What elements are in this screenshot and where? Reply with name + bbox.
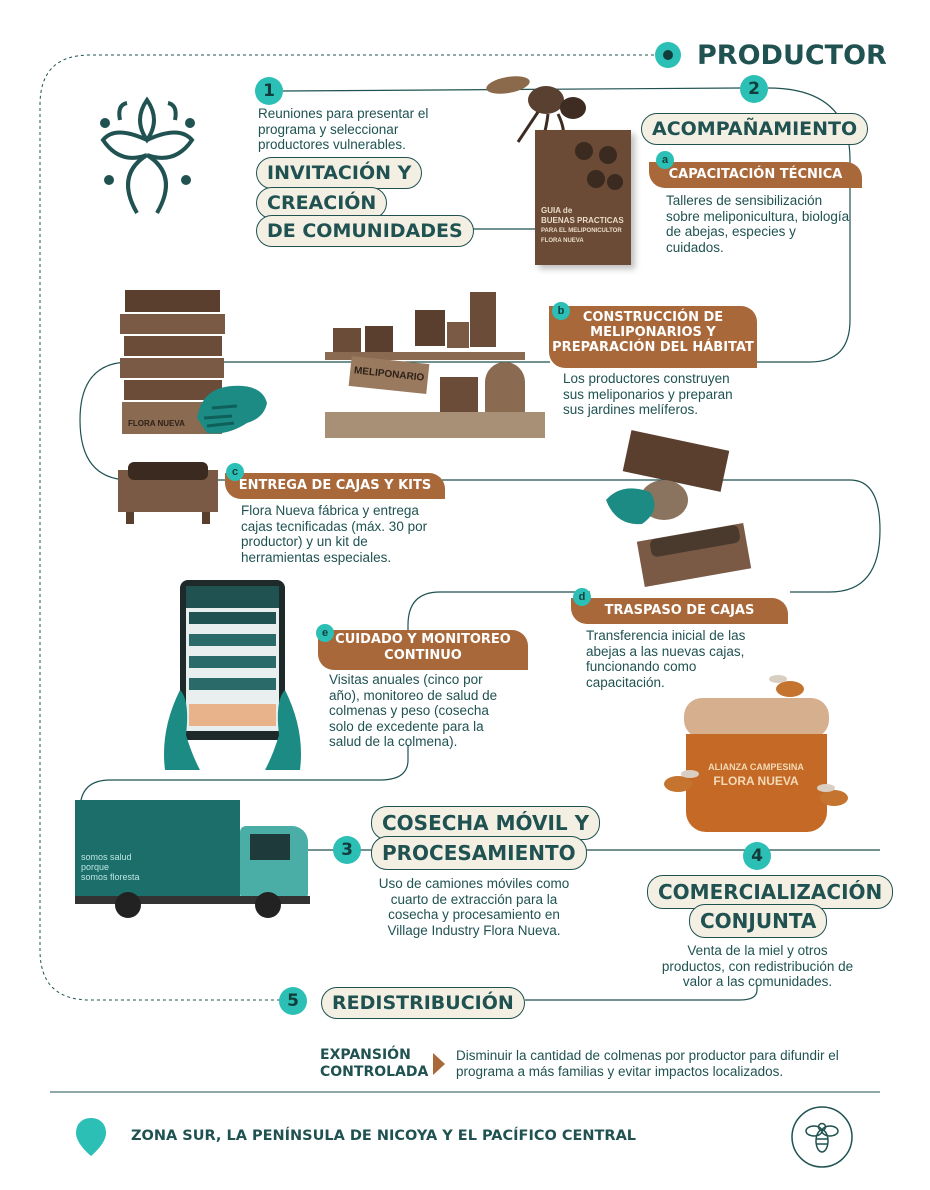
substep-letter: e [316,624,334,642]
substep-description: Transferencia inicial de las abejas a la… [586,628,746,690]
step-title-line: ACOMPAÑAMIENTO [641,113,869,145]
substep-title: TRASPASO DE CAJAS [571,598,788,624]
bee-on-jar-icon [817,784,848,806]
book-subtitle-line: FLORA NUEVA [541,238,584,244]
substep-title: ENTREGA DE CAJAS Y KITS [225,473,445,499]
step-title-line: PROCESAMIENTO [371,836,587,870]
gloved-hand-icon [197,385,267,434]
box-brand-label: FLORA NUEVA [128,419,185,428]
substep-description: Talleres de sensibilización sobre melipo… [666,193,850,255]
footer-location: ZONA SUR, LA PENÍNSULA DE NICOYA Y EL PA… [131,1128,637,1144]
substep-letter: c [226,463,244,481]
substep-letter: b [552,302,570,320]
book-subtitle-line: PARA EL MELIPONICULTOR [541,228,622,234]
book-title-line: BUENAS PRACTICAS [541,216,624,225]
meliponario-sign: MELIPONARIO [348,356,430,394]
step-number: 2 [740,75,768,103]
substep-title: CAPACITACIÓN TÉCNICA [649,162,862,188]
step-number: 3 [333,836,361,864]
meliponario-shelter: MELIPONARIO [325,292,545,438]
step-description: Reuniones para presentar el programa y s… [258,106,429,152]
step-title-line: CREACIÓN [256,187,388,219]
mobile-harvest-truck: somos salud porque somos floresta [75,800,315,920]
gloved-hand-icon [606,488,655,525]
box-transfer-illustration [600,430,752,588]
substep-title: CUIDADO Y MONITOREO CONTINUO [318,630,528,670]
expansion-description: Disminuir la cantidad de colmenas por pr… [456,1048,839,1079]
expansion-label: EXPANSIÓN CONTROLADA [320,1047,429,1080]
step-title-line: DE COMUNIDADES [256,215,474,247]
substep-description: Los productores construyen sus meliponar… [563,371,733,417]
step-title-line: CONJUNTA [689,904,828,938]
step-description: Venta de la miel y otros productos, con … [661,943,854,989]
truck-slogan-line: somos salud [81,852,132,862]
jar-label-line: ALIANZA CAMPESINA [708,762,804,772]
jar-label-line: FLORA NUEVA [713,774,799,788]
hive-boxes-stack: FLORA NUEVA [120,290,225,440]
page-title: PRODUCTOR [697,40,887,71]
triangle-right-icon [433,1053,445,1075]
flora-nueva-leaf-logo-icon [100,96,195,215]
step-number: 4 [743,842,771,870]
step-title-line: COSECHA MÓVIL Y [371,806,601,840]
monitoring-tablet [180,580,285,740]
substep-description: Visitas anuales (cinco por año), monitor… [329,672,498,749]
substep-letter: d [573,588,591,606]
map-pin-icon [76,1118,106,1156]
honey-jar: ALIANZA CAMPESINA FLORA NUEVA [684,698,829,833]
substep-description: Flora Nueva fábrica y entrega cajas tecn… [241,503,428,565]
step-description: Uso de camiones móviles como cuarto de e… [378,876,570,938]
step-title-line: COMERCIALIZACIÓN [647,875,894,909]
truck-slogan-line: somos floresta [81,872,140,882]
open-hive-box [118,462,218,524]
bee-on-jar-icon [769,675,804,697]
step-title-line: INVITACIÓN Y [256,157,423,189]
step-number: 1 [255,77,283,105]
bee-icon [791,1106,853,1168]
book-title-line: GUIA de [541,206,573,215]
good-practices-guide-book: GUIA de BUENAS PRACTICAS PARA EL MELIPON… [535,130,631,265]
step-number: 5 [279,987,307,1015]
substep-letter: a [656,151,674,169]
gloved-hands-icon [164,690,301,770]
bee-on-jar-icon [664,770,699,792]
step-title-line: REDISTRIBUCIÓN [321,987,525,1019]
header-dot-icon [655,42,681,68]
substep-title: CONSTRUCCIÓN DE MELIPONARIOS Y PREPARACI… [549,306,757,368]
truck-slogan-line: porque [81,862,110,872]
